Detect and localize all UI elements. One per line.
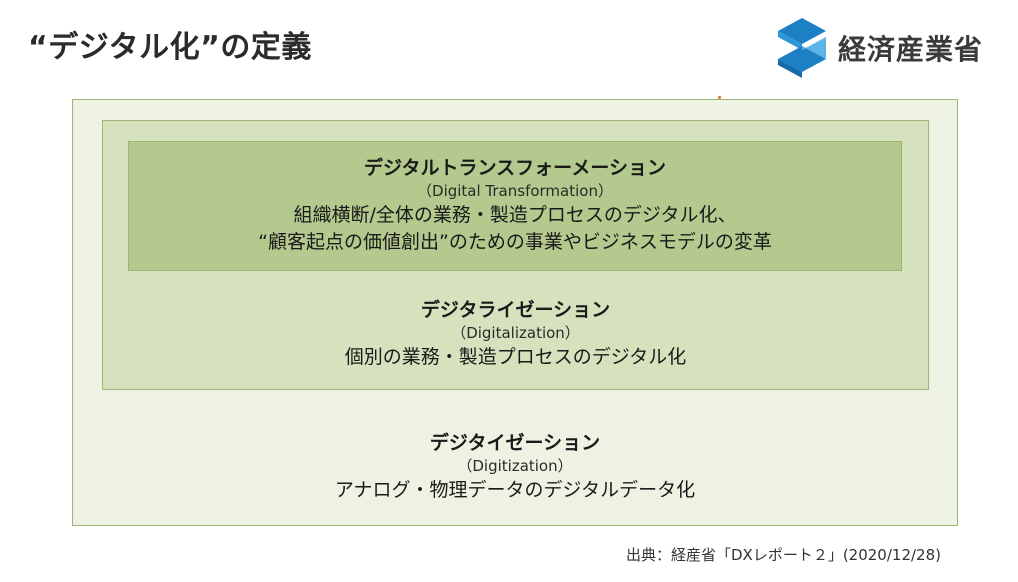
digitization-term: デジタイゼーション	[429, 432, 601, 454]
transformation-term: デジタルトランスフォーメーション	[363, 157, 667, 179]
meti-cube-logo-icon	[776, 16, 828, 80]
transformation-box: デジタルトランスフォーメーション （Digital Transformation…	[128, 141, 902, 271]
transformation-description-line1: 組織横断/全体の業務・製造プロセスのデジタル化、	[293, 204, 737, 226]
accent-mark	[718, 96, 721, 100]
source-citation: 出典：経産省「DXレポート２」(2020/12/28)	[626, 546, 941, 564]
logo-text: 経済産業省	[838, 33, 984, 66]
transformation-english: （Digital Transformation）	[417, 182, 613, 200]
digitalization-english: （Digitalization）	[451, 324, 580, 342]
digitization-english: （Digitization）	[457, 457, 573, 475]
digitalization-description: 個別の業務・製造プロセスのデジタル化	[344, 346, 687, 368]
slide-title: “デジタル化”の定義	[28, 30, 312, 65]
digitalization-text: デジタライゼーション （Digitalization） 個別の業務・製造プロセス…	[103, 297, 928, 371]
transformation-text: デジタルトランスフォーメーション （Digital Transformation…	[129, 155, 901, 256]
meti-logo: 経済産業省	[776, 16, 983, 80]
transformation-description-line2: “顧客起点の価値創出”のための事業やビジネスモデルの変革	[258, 231, 772, 253]
digitization-description: アナログ・物理データのデジタルデータ化	[334, 479, 696, 501]
digitalization-term: デジタライゼーション	[420, 299, 611, 321]
digitization-text: デジタイゼーション （Digitization） アナログ・物理データのデジタル…	[73, 430, 957, 504]
